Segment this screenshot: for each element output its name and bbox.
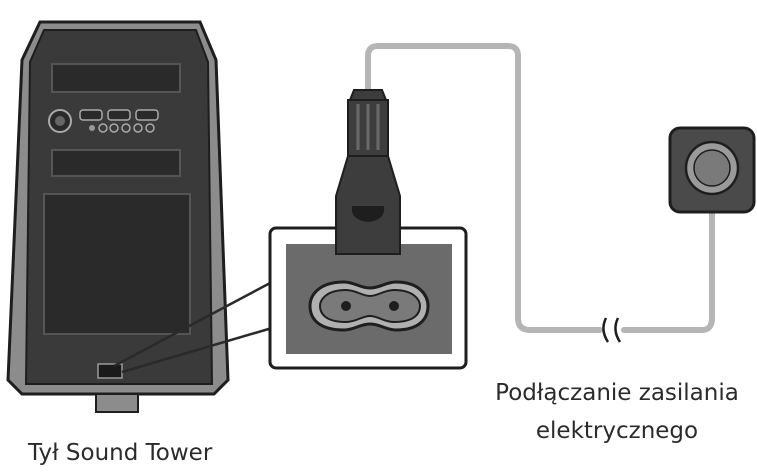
sound-tower [6,20,230,413]
zoom-callout [113,280,273,374]
cable-break-icon [602,317,622,343]
tower-mid-slot [51,149,181,177]
tower-control-panel [48,109,159,133]
power-plug-icon [335,89,401,255]
power-caption-line2: elektrycznego [535,418,699,444]
tower-power-port [97,363,123,379]
power-connection-caption: Podłączanie zasilania elektrycznego [482,374,752,450]
power-cable [365,43,715,343]
tower-foot [95,393,139,413]
tower-top-grille [51,63,181,93]
tower-back-caption: Tył Sound Tower [28,440,213,466]
wall-outlet-icon [668,126,756,214]
power-caption-line1: Podłączanie zasilania [495,380,739,406]
tower-woofer-panel [43,193,191,335]
